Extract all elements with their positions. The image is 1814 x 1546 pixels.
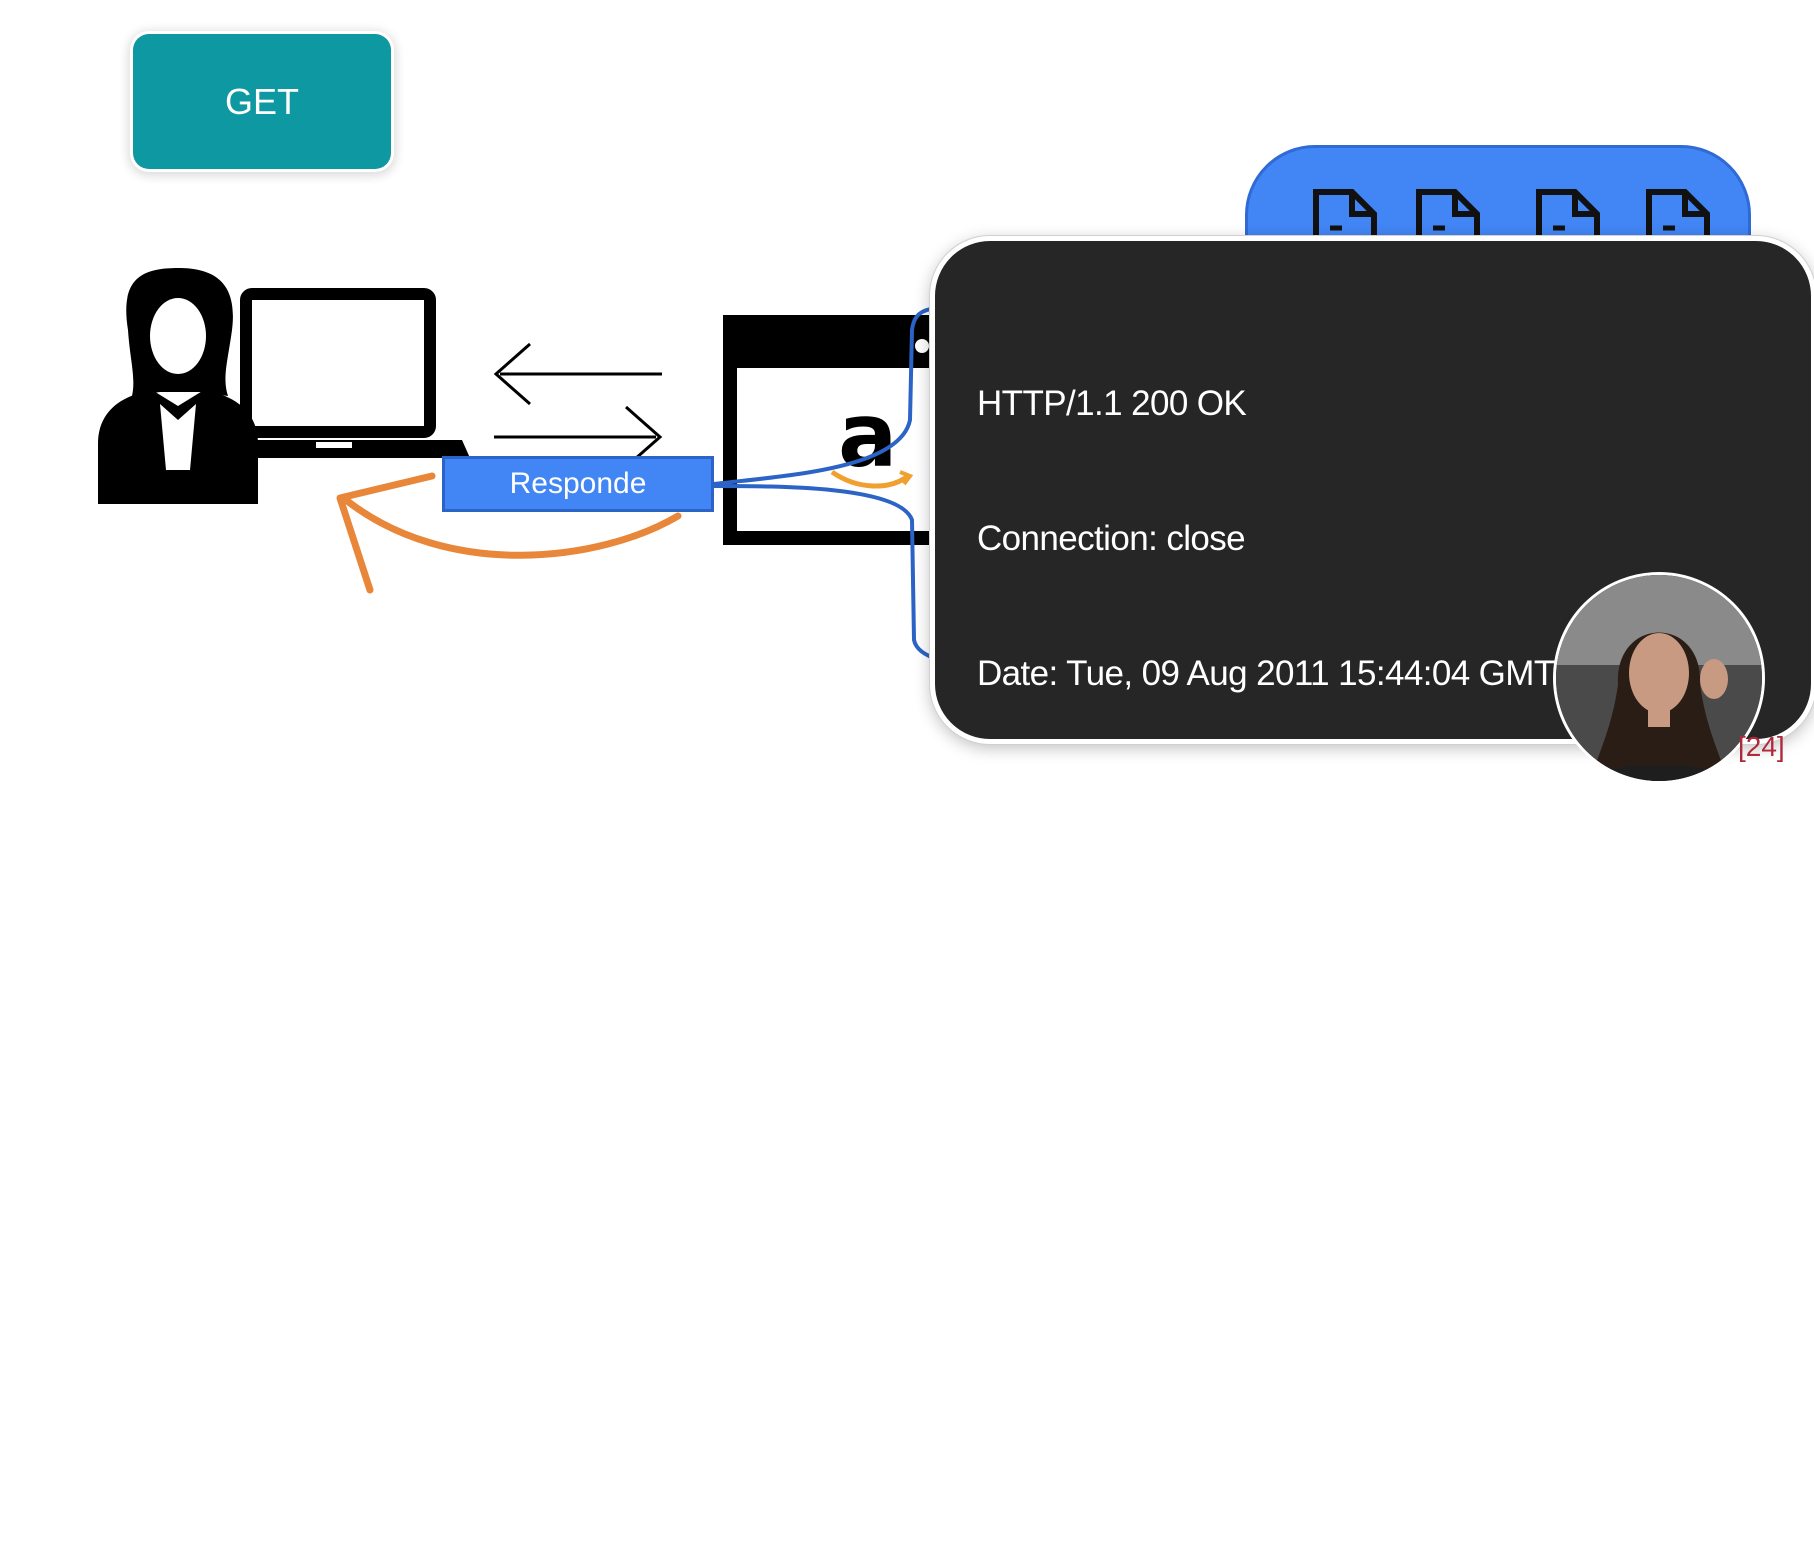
http-header-server: Server: Apache/2.2.3 (CentOS) bbox=[977, 789, 1445, 828]
get-request-box: GET bbox=[133, 34, 391, 169]
response-label: Responde bbox=[509, 467, 647, 500]
response-label-box: Responde bbox=[442, 456, 714, 512]
amazon-logo-icon: a bbox=[830, 384, 914, 489]
amazon-logo-letter: a bbox=[838, 384, 897, 487]
curved-return-arrow-icon bbox=[336, 472, 682, 594]
http-status-line: HTTP/1.1 200 OK bbox=[977, 384, 1247, 423]
left-arrow-icon bbox=[493, 342, 662, 406]
page-number: [24] bbox=[1738, 731, 1785, 762]
http-response-text: HTTP/1.1 200 OK Connection: close Date: … bbox=[977, 291, 1683, 1546]
response-connector-lines bbox=[713, 306, 941, 662]
http-header-content-length: Content-Length: 6821 bbox=[977, 1059, 1304, 1098]
presenter-webcam bbox=[1553, 572, 1765, 784]
http-header-connection: Connection: close bbox=[977, 519, 1246, 558]
http-header-content-type: Content-Type: text/html bbox=[977, 1194, 1326, 1233]
user-icon bbox=[98, 268, 258, 504]
laptop-icon bbox=[214, 288, 470, 458]
http-header-date: Date: Tue, 09 Aug 2011 15:44:04 GMT bbox=[977, 654, 1555, 693]
get-label: GET bbox=[224, 80, 299, 122]
http-blank-line bbox=[977, 1326, 1683, 1371]
presenter-avatar bbox=[1556, 575, 1762, 781]
http-header-last-modified: Last-Modified: Tue, 09 Aug 2011 15:11:03… bbox=[977, 924, 1683, 963]
diagram-canvas: a bbox=[98, 268, 947, 662]
http-body-line: (data ... Amazon initial page) bbox=[977, 1464, 1403, 1503]
